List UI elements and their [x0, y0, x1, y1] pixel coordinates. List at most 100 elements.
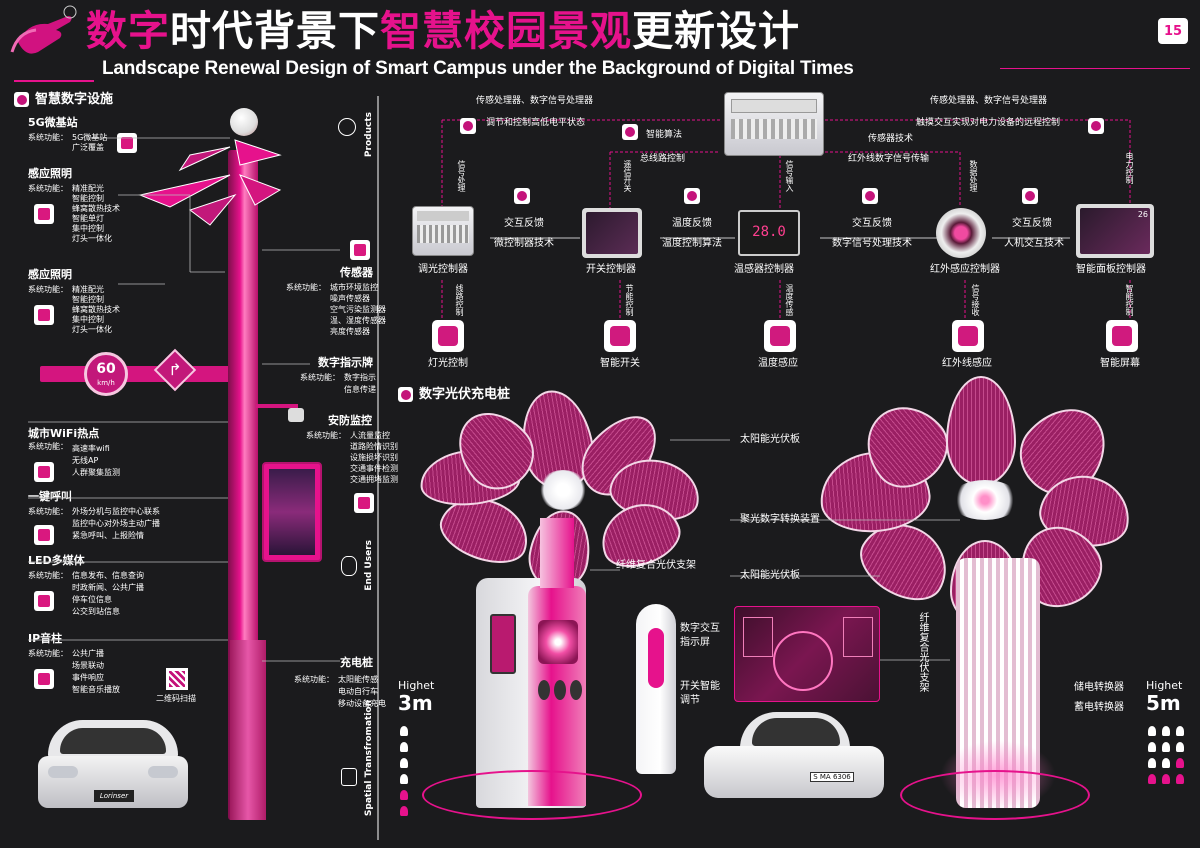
side-icon-spatial	[341, 768, 357, 786]
car-left: Lorinser	[38, 720, 188, 816]
page-number-badge: 15	[1158, 18, 1188, 44]
item-security: 安防监控 系统功能： 人流量监控 道路险情识别 设施损坏识别 交通事件检测 交通…	[306, 414, 398, 513]
vlabel-4: 数据处理	[969, 160, 978, 192]
link-top-2: 温度反馈	[672, 218, 712, 229]
flow-top-label-7: 传感器技术	[868, 134, 914, 144]
height-right: Highet 5m	[1146, 679, 1183, 715]
output-label-2: 智能开关	[600, 358, 640, 369]
ground-ring-left	[422, 770, 642, 820]
side-icon-products	[338, 118, 356, 136]
charging-plugs	[538, 680, 582, 700]
flow-top-label-5: 传感处理器、数字信号处理器	[930, 96, 1048, 106]
title-part2: 时代背景下	[170, 7, 380, 55]
touch-icon	[1088, 118, 1104, 134]
pv-label-8: 蓄电转换器	[1074, 702, 1124, 713]
pv-section-heading: 数字光伏充电桩	[398, 387, 510, 402]
vlabel-9: 信号接收	[971, 284, 980, 316]
output-icon-light	[432, 320, 464, 352]
flow-top-icon-3	[1088, 118, 1104, 134]
switch-post	[636, 604, 676, 774]
section-icon	[398, 387, 413, 402]
dimmer-controller	[412, 206, 474, 256]
link-top-4: 交互反馈	[1012, 218, 1052, 229]
item-wifi: 城市WiFi热点 系统功能： 高速率wifi 无线AP 人群聚集监测	[28, 427, 120, 482]
pv-label-2: 聚光数字转换装置	[740, 514, 820, 525]
flow-top-label-1: 传感处理器、数字信号处理器	[476, 96, 594, 106]
page-subtitle: Landscape Renewal Design of Smart Campus…	[102, 58, 854, 79]
lamp-globe	[230, 108, 258, 136]
speaker-icon	[34, 669, 54, 689]
camera-icon	[288, 408, 304, 422]
vlabel-3: 信号输入	[785, 160, 794, 192]
item-lighting-2: 感应照明 系统功能： 精准配光 智能控制 蜂窝散热技术 集中控制 灯头一体化	[28, 268, 120, 334]
flow-top-icon-2	[622, 124, 638, 140]
link-top-1: 交互反馈	[504, 218, 544, 229]
side-label-users: End Users	[364, 540, 374, 591]
ground-ring-right	[900, 770, 1090, 820]
logo-hand-icon	[8, 2, 80, 70]
output-label-4: 红外线感应	[942, 358, 992, 369]
thermostat-controller: 28.0	[738, 210, 800, 256]
sensor-icon	[350, 240, 370, 260]
vlabel-8: 温度传感	[785, 284, 794, 316]
switch-controller	[582, 208, 642, 258]
qr-code-icon	[166, 668, 188, 690]
link-bottom-2: 温度控制算法	[662, 238, 722, 249]
controller-label-1: 调光控制器	[418, 264, 468, 275]
section-icon	[14, 92, 29, 107]
output-icon-switch	[604, 320, 636, 352]
title-part4: 更新设计	[632, 7, 800, 55]
qr-label: 二维码扫描	[156, 694, 196, 703]
height-left: Highet 3m	[398, 679, 435, 715]
link-icon-3	[862, 188, 878, 204]
vlabel-6: 线路控制	[455, 284, 464, 316]
link-top-3: 交互反馈	[852, 218, 892, 229]
pole-arm	[256, 404, 298, 408]
infrared-controller	[936, 208, 986, 258]
item-digital-sign: 数字指示牌 系统功能： 数字指示 信息传递	[300, 356, 376, 394]
output-label-3: 温度感应	[758, 358, 798, 369]
controller-label-4: 红外感应控制器	[930, 264, 1000, 275]
flow-top-icon-1	[460, 118, 476, 134]
left-section-heading: 智慧数字设施	[14, 92, 113, 107]
vlabel-5: 电力控制	[1125, 152, 1134, 184]
chip-icon	[460, 118, 476, 134]
thermostat-reading: 28.0	[752, 224, 786, 240]
title-part3: 智慧校园景观	[380, 7, 632, 55]
screen-icon	[34, 591, 54, 611]
car-right: S MA 6306	[700, 712, 888, 808]
lamp-icon	[34, 204, 54, 224]
pv-label-3: 纤维复合光伏支架	[616, 560, 696, 571]
item-charger: 充电桩 系统功能： 太阳能传感 电动自行车 移动设备充电	[294, 656, 386, 708]
header-line-left	[14, 80, 94, 82]
header-line-right	[1000, 68, 1190, 69]
controller-label-5: 智能面板控制器	[1076, 264, 1146, 275]
link-icon-1	[514, 188, 530, 204]
camera-icon	[354, 493, 374, 513]
call-icon	[34, 525, 54, 545]
item-title: 5G微基站	[28, 116, 78, 129]
led-media-screen	[262, 462, 322, 562]
flow-top-label-6: 触摸交互实现对电力设备的远程控制	[916, 118, 1061, 128]
flow-top-label-8: 红外线数字信号传输	[848, 154, 930, 164]
link-bottom-4: 人机交互技术	[1004, 238, 1064, 249]
charging-screen	[490, 614, 516, 674]
feedback-icon	[862, 188, 878, 204]
gear-icon	[622, 124, 638, 140]
vlabel-1: 信号处理	[457, 160, 466, 192]
output-label-1: 灯光控制	[428, 358, 468, 369]
item-sensor: 传感器 系统功能： 城市环境监控 噪声传感器 空气污染监测器 温、湿度传感器 亮…	[286, 240, 386, 337]
bulb-icons-left	[400, 726, 408, 816]
panel-reading: 26	[1080, 208, 1150, 254]
pv-label-5a: 数字交互指示屏	[680, 623, 720, 648]
controller-label-2: 开关控制器	[586, 264, 636, 275]
output-icon-temperature	[764, 320, 796, 352]
output-label-5: 智能屏幕	[1100, 358, 1140, 369]
vlabel-7: 节能控制	[625, 284, 634, 316]
item-call: 一键呼叫 系统功能： 外场分机与监控中心联系 监控中心对外场主动广播 紧急呼叫、…	[28, 490, 160, 545]
flow-lines	[441, 119, 1131, 322]
lightning-icon	[538, 620, 578, 664]
thermometer-icon	[684, 188, 700, 204]
left-connectors	[28, 96, 379, 840]
pv-label-6: 开关智能调节	[680, 681, 720, 706]
